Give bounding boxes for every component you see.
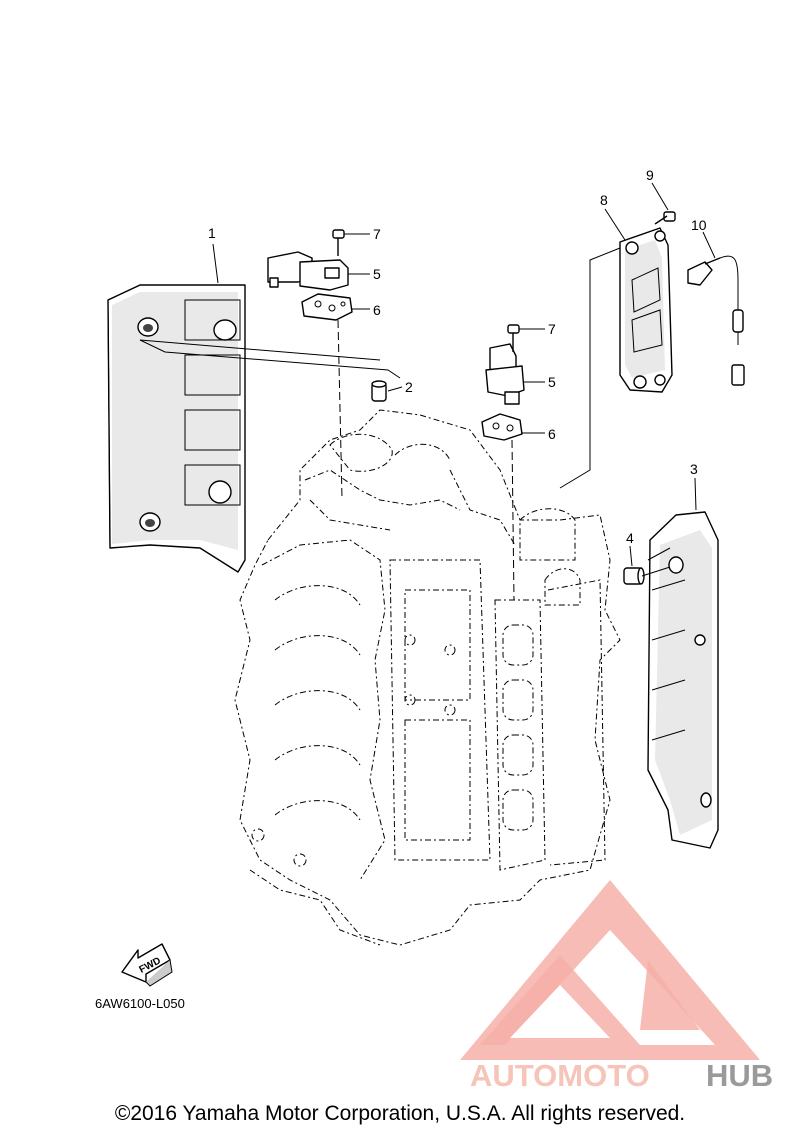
callout-4: 4 bbox=[626, 530, 634, 546]
part-5-oil-control-valve-lower bbox=[485, 343, 545, 405]
callout-1: 1 bbox=[208, 225, 216, 241]
part-4-grommet bbox=[623, 545, 671, 585]
part-1-head-cover-left bbox=[107, 243, 246, 573]
part-6-gasket-upper bbox=[301, 293, 370, 499]
callout-10: 10 bbox=[691, 217, 707, 233]
watermark-brand-right: HUB bbox=[706, 1058, 773, 1093]
callout-9: 9 bbox=[646, 167, 654, 183]
callout-2: 2 bbox=[405, 379, 413, 395]
watermark-brand-text: AUTOMOTO HUB bbox=[470, 1058, 773, 1093]
fwd-arrow-icon: FWD bbox=[121, 943, 173, 987]
callout-6-upper: 6 bbox=[373, 302, 381, 318]
part-9-bolt bbox=[651, 182, 676, 225]
cylinder-block-phantom bbox=[234, 409, 621, 946]
callout-5-lower: 5 bbox=[548, 374, 556, 390]
callout-7-lower: 7 bbox=[548, 321, 556, 337]
part-8-bracket bbox=[559, 208, 673, 489]
part-7-bolt-upper bbox=[332, 229, 370, 256]
part-6-gasket-lower bbox=[481, 413, 545, 601]
part-10-sensor bbox=[687, 231, 745, 386]
copyright-notice: ©2016 Yamaha Motor Corporation, U.S.A. A… bbox=[114, 1102, 686, 1125]
callout-3: 3 bbox=[690, 461, 698, 477]
watermark-brand-left: AUTOMOTO bbox=[470, 1058, 650, 1093]
callout-6-lower: 6 bbox=[548, 426, 556, 442]
callout-7-upper: 7 bbox=[373, 226, 381, 242]
part-7-bolt-lower bbox=[507, 324, 545, 352]
callout-5-upper: 5 bbox=[373, 266, 381, 282]
part-5-oil-control-valve-upper bbox=[267, 251, 370, 291]
part-3-head-cover-right bbox=[647, 477, 719, 849]
exhaust-port-plate bbox=[494, 579, 606, 871]
part-2-grommet bbox=[139, 339, 403, 402]
watermark-logo bbox=[460, 880, 760, 1060]
callout-8: 8 bbox=[600, 192, 608, 208]
diagram-code: 6AW6100-L050 bbox=[95, 996, 185, 1011]
